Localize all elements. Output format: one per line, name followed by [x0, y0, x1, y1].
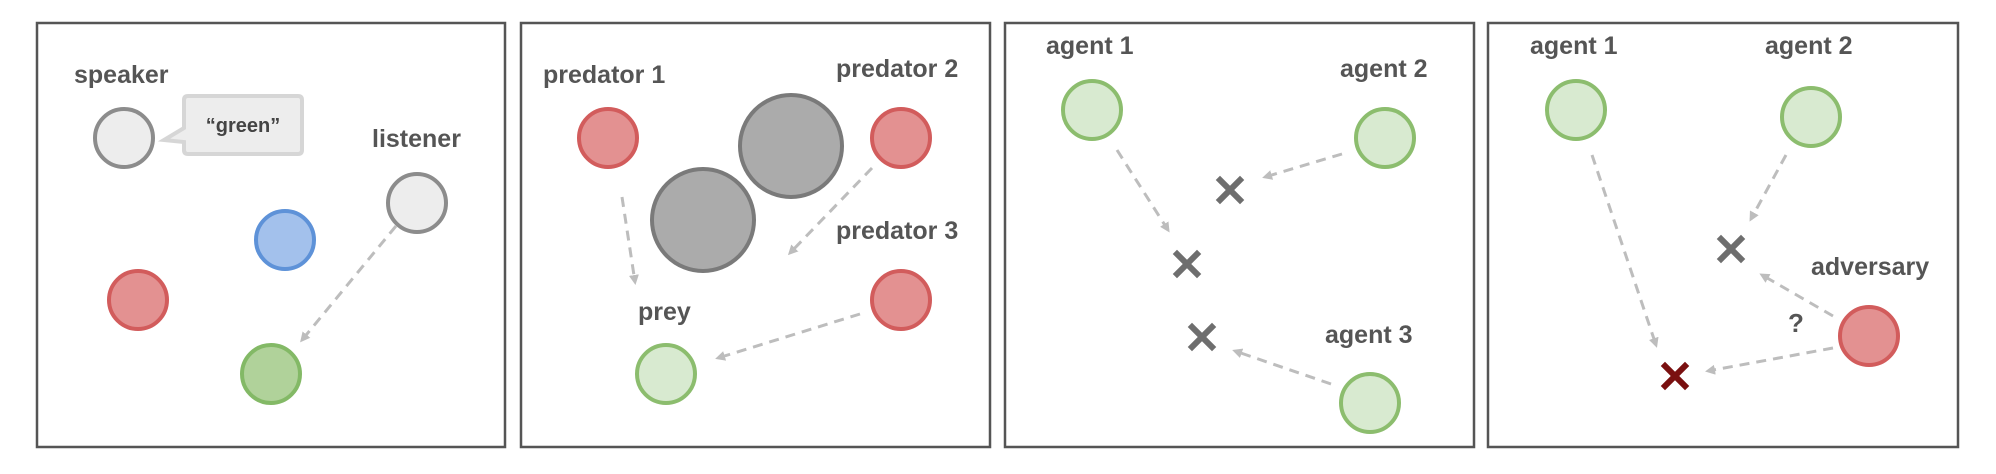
target-landmark-cross: [1660, 361, 1690, 391]
landmark-cross-2: [1172, 249, 1202, 279]
agent-3-label: agent 3: [1325, 321, 1413, 349]
agent-2-label: agent 2: [1765, 32, 1853, 60]
adversary: [1838, 305, 1900, 367]
decoy-landmark-cross: [1716, 234, 1746, 264]
listener-label: listener: [372, 125, 461, 153]
predator-1-arrow: [620, 196, 639, 285]
landmark-cross-3: [1187, 322, 1217, 352]
predator-2-label: predator 2: [836, 55, 958, 83]
speech-bubble: “green”: [157, 94, 304, 156]
agent-1-label: agent 1: [1530, 32, 1618, 60]
panel-physical-deception: agent 1 agent 2 adversary ?: [1486, 21, 1960, 449]
listener-move-arrow: [300, 225, 398, 343]
predator-3-arrow: [715, 312, 861, 361]
agent-2-arrow: [1262, 152, 1343, 180]
agent-2: [1780, 86, 1842, 148]
adversary-label: adversary: [1811, 253, 1929, 281]
predator-2: [870, 107, 932, 169]
agent-1: [1061, 79, 1123, 141]
panel-cooperative-navigation: agent 1 agent 2 agent 3: [1003, 21, 1476, 449]
unknown-target-mark: ?: [1788, 308, 1804, 338]
predator-2-arrow: [787, 166, 874, 256]
speaker-agent: [93, 107, 155, 169]
speech-text: “green”: [206, 115, 280, 137]
panel-frame: [519, 21, 992, 449]
adversary-to-decoy-arrow: [1759, 273, 1834, 318]
red-landmark: [107, 269, 169, 331]
agent-3: [1339, 372, 1401, 434]
predator-1-label: predator 1: [543, 61, 665, 89]
adversary-to-target-arrow: [1705, 346, 1834, 375]
landmark-cross-1: [1215, 175, 1245, 205]
predator-3: [870, 269, 932, 331]
agent-2-label: agent 2: [1340, 55, 1428, 83]
agent-1-label: agent 1: [1046, 32, 1134, 60]
panel-speaker-listener: speaker “green” listener: [35, 21, 507, 449]
prey-label: prey: [638, 298, 691, 326]
green-landmark: [240, 343, 302, 405]
prey: [635, 343, 697, 405]
obstacle-bottom: [650, 167, 756, 273]
agent-2-arrow: [1749, 154, 1788, 222]
listener-agent: [386, 172, 448, 234]
agent-1: [1545, 79, 1607, 141]
predator-1: [577, 107, 639, 169]
panel-predator-prey: predator 1 predator 2 predator 3 prey: [519, 21, 992, 449]
blue-landmark: [254, 209, 316, 271]
predator-3-label: predator 3: [836, 217, 958, 245]
agent-2: [1354, 107, 1416, 169]
speaker-label: speaker: [74, 61, 169, 89]
obstacle-top: [738, 93, 844, 199]
